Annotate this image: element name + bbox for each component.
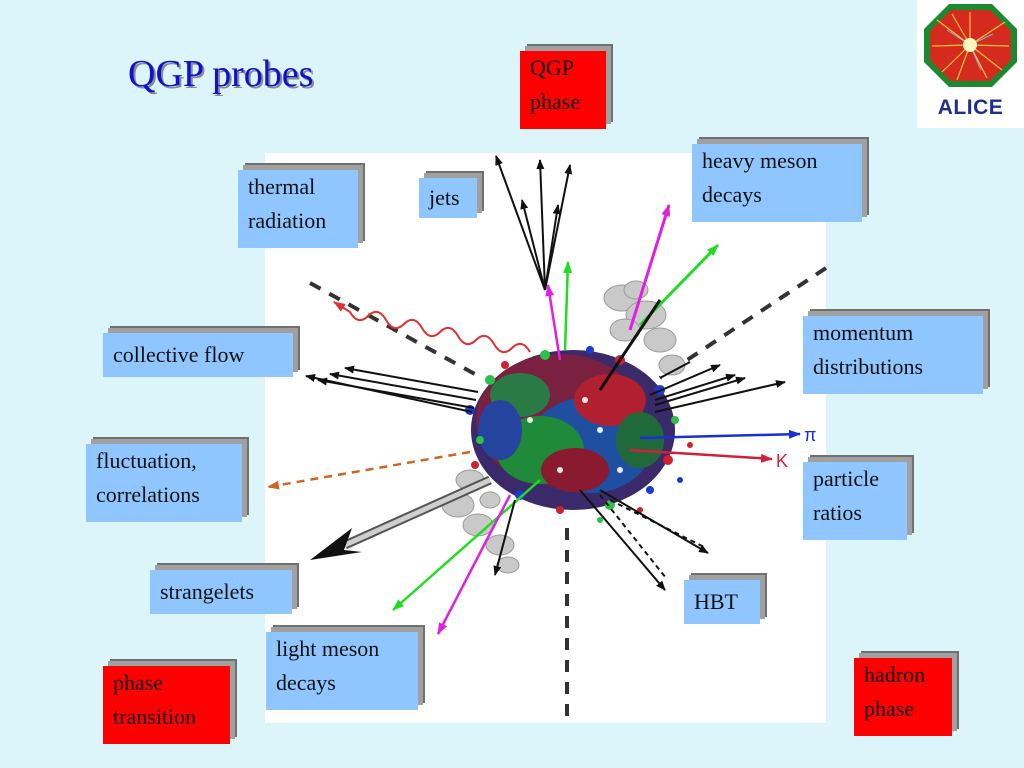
kaon-track [629,448,773,463]
pion-label: π [804,425,816,445]
alice-logo-icon [924,4,1017,87]
label-hbt: HBT [684,580,760,624]
momentum-tracks [649,361,786,413]
label-collective-flow: collective flow [103,333,293,377]
strangelet-track [310,475,492,560]
jet-tracks [495,155,573,291]
pion-track [639,429,801,440]
cluster-speckles [465,346,693,523]
label-jets: jets [419,178,477,218]
label-fluctuation-correlations: fluctuation,correlations [86,444,242,522]
label-strangelets: strangelets [150,570,292,614]
slide-title: QGP probes [128,53,314,95]
grey-clusters [441,280,686,574]
collective-flow-tracks [305,365,479,413]
thermal-photon-track [333,301,531,354]
alice-logo-text: ALICE [937,96,1004,119]
hbt-tracks [579,489,709,591]
dashed-axes [309,266,828,725]
collision-cluster [471,350,675,510]
fluctuation-track [267,450,471,490]
kaon-label: K [776,451,788,471]
alice-logo: ALICE [917,0,1024,128]
